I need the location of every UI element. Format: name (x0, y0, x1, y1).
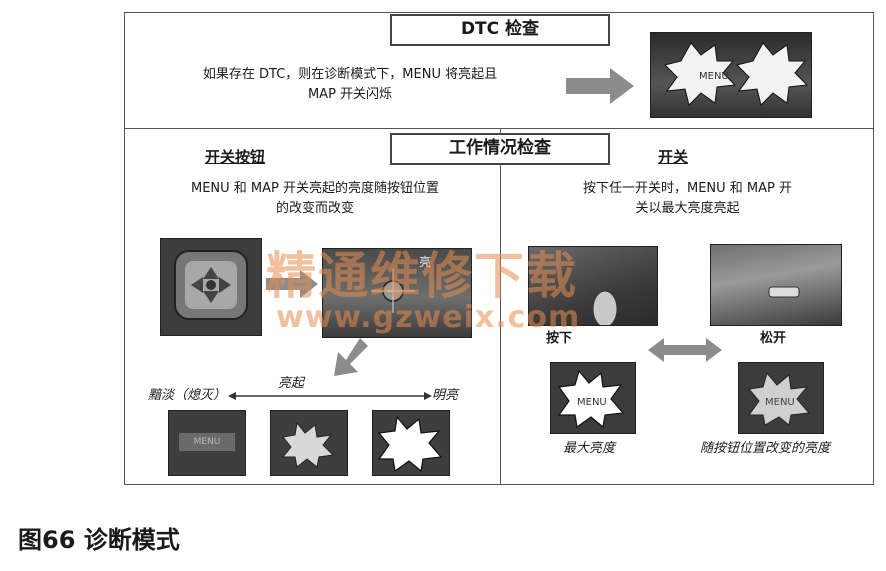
release-switch-photo (710, 244, 842, 326)
bright-burst-icon (377, 415, 443, 473)
right-panel-desc-line1: 按下任一开关时，MENU 和 MAP 开 (582, 181, 793, 196)
knob-position-photo: 亮 (322, 248, 472, 338)
dim-menu-text: MENU (179, 433, 235, 451)
variable-menu-text: MENU (765, 397, 795, 408)
figure-caption: 图66 诊断模式 (18, 526, 180, 554)
left-panel-desc-line1: MENU 和 MAP 开关亮起的亮度随按钮位置 (190, 181, 440, 196)
dim-button-photo: MENU (168, 410, 246, 476)
watermark-url: www.gzweix.com (276, 300, 581, 335)
dtc-description-line1: 如果存在 DTC，则在诊断模式下，MENU 将亮起且 (202, 67, 498, 82)
max-burst-icon: MENU (557, 369, 625, 429)
release-button-icon (768, 286, 800, 298)
max-brightness-label: 最大亮度 (563, 441, 616, 456)
scale-bright-label: 明亮 (432, 388, 459, 403)
photo-bright-label: 亮 (419, 255, 432, 269)
watermark-text: 精通维修下载 (266, 247, 578, 305)
dtc-menu-text: MENU (699, 71, 729, 82)
diagram-frame (124, 12, 874, 485)
right-panel-desc-line2: 关以最大亮度亮起 (635, 201, 740, 216)
flash-burst-icon: MENU (664, 42, 809, 106)
dtc-flashing-buttons-photo: MENU (650, 32, 812, 118)
switch-knob-photo (160, 238, 262, 336)
section-divider-vertical (500, 128, 501, 485)
medium-burst-icon (281, 421, 335, 468)
release-label: 松开 (760, 331, 787, 346)
max-brightness-photo: MENU (550, 362, 636, 434)
scale-dim-label: 黯淡（熄灭） (148, 388, 227, 403)
scale-on-label: 亮起 (278, 376, 305, 391)
finger-press-icon (592, 290, 618, 325)
knob-icon (174, 250, 248, 320)
left-panel-heading: 开关按钮 (205, 148, 266, 166)
variable-burst-icon: MENU (748, 371, 810, 426)
press-label: 按下 (546, 331, 573, 346)
right-panel-heading: 开关 (658, 148, 689, 166)
press-switch-photo (528, 246, 658, 326)
work-section-title: 工作情况检查 (390, 133, 610, 165)
knob-pointer-icon (371, 269, 415, 313)
bright-button-photo (372, 410, 450, 476)
medium-button-photo (270, 410, 348, 476)
dtc-section-title: DTC 检查 (390, 14, 610, 46)
left-panel-desc-line2: 的改变而改变 (275, 201, 354, 216)
section-divider-horizontal (124, 128, 874, 129)
variable-brightness-photo: MENU (738, 362, 824, 434)
dtc-description-line2: MAP 开关闪烁 (307, 87, 393, 102)
variable-brightness-label: 随按钮位置改变的亮度 (700, 441, 831, 456)
max-menu-text: MENU (577, 397, 607, 408)
